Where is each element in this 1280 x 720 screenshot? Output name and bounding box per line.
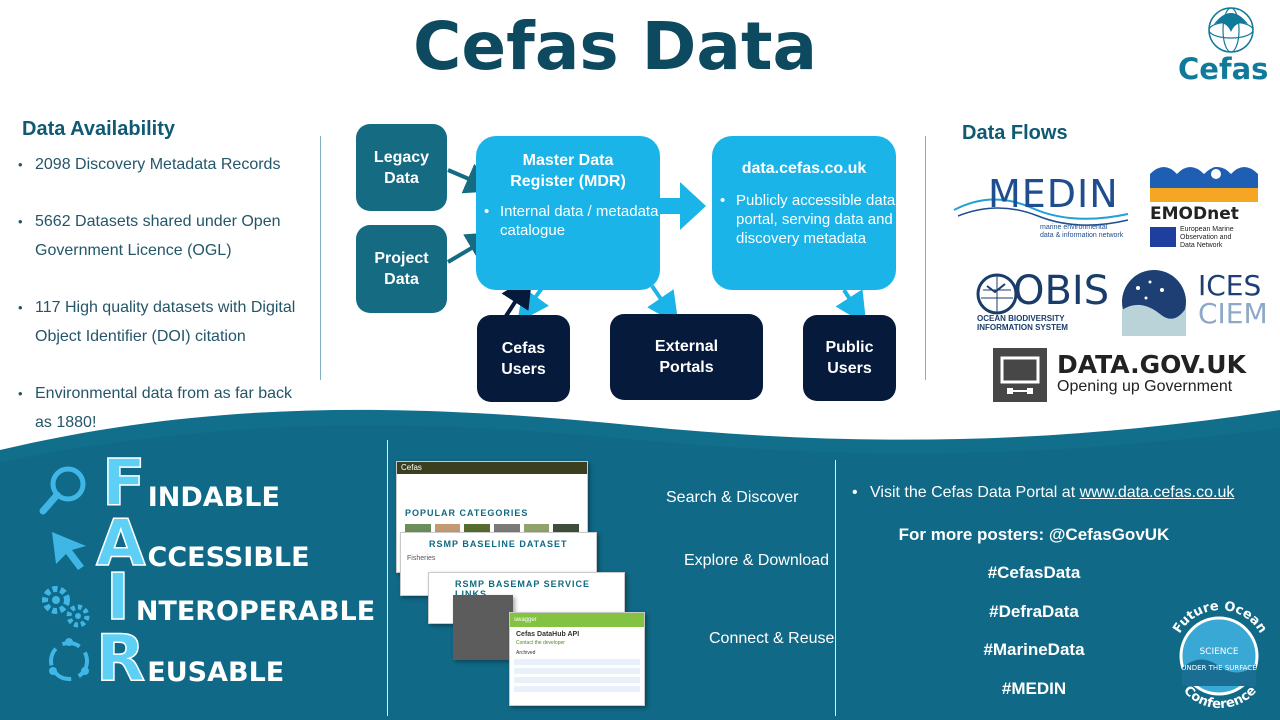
hashtag: #MEDIN: [1001, 679, 1067, 698]
hashtag: #MarineData: [983, 640, 1085, 659]
step-connect: Connect & Reuse: [709, 630, 835, 647]
fair-word: INDABLE: [147, 482, 280, 513]
cefas-users-box: Cefas Users: [477, 315, 570, 402]
portal-brand: Cefas: [397, 462, 587, 474]
medin-logo: MEDIN marine environmental data & inform…: [952, 170, 1132, 246]
medin-subtitle: marine environmental: [1040, 224, 1108, 231]
fair-letter: A: [95, 507, 146, 581]
poster-title: Cefas Data: [412, 8, 818, 85]
datagov-subtitle: Opening up Government: [1057, 378, 1233, 395]
external-portals-label: External Portals: [654, 338, 719, 376]
rsmp-title: RSMP BASELINE DATASET: [429, 539, 568, 549]
emodnet-subtitle: Data Network: [1180, 242, 1223, 249]
public-users-label: Public Users: [825, 339, 874, 377]
portal-visit-text: Visit the Cefas Data Portal at: [870, 484, 1080, 501]
project-data-box: Project Data: [356, 225, 447, 313]
divider: [835, 460, 836, 716]
mdr-title: Master Data Register (MDR): [510, 152, 626, 190]
legacy-data-label: Legacy Data: [373, 148, 430, 187]
hashtag: #DefraData: [989, 602, 1079, 621]
hashtag: #CefasData: [987, 563, 1081, 582]
external-portals-box: External Portals: [610, 314, 763, 400]
portal-visit: Visit the Cefas Data Portal at www.data.…: [852, 484, 1234, 502]
emodnet-subtitle: Observation and: [1180, 234, 1232, 241]
map-thumbnail: [453, 595, 513, 660]
portal-link[interactable]: www.data.cefas.co.uk: [1079, 484, 1235, 501]
cefas-globe-icon: [1208, 7, 1254, 53]
emodnet-logo: EMODnet European Marine Observation and …: [1150, 160, 1260, 250]
divider: [320, 136, 321, 380]
conference-badge: Future Ocean Conference SCIENCE UNDER TH…: [1170, 599, 1269, 712]
ciem-text: CIEM: [1198, 297, 1268, 330]
obis-text: OBIS: [1013, 268, 1110, 314]
cefas-logo: Cefas: [1176, 2, 1276, 92]
ices-globe-icon: [1122, 270, 1186, 336]
fair-accessible: A CCESSIBLE: [95, 507, 310, 581]
fair-reusable: R EUSABLE: [95, 622, 285, 696]
medin-wave-icon: [953, 198, 1129, 226]
obis-globe-icon: [976, 273, 1018, 315]
list-item: 2098 Discovery Metadata Records: [18, 150, 308, 179]
fair-word: NTEROPERABLE: [135, 596, 376, 627]
more-posters: For more posters: @CefasGovUK: [898, 525, 1170, 544]
obis-subtitle: OCEAN BIODIVERSITY: [977, 314, 1065, 323]
portal-bullet: Publicly accessible data portal, serving…: [712, 191, 896, 248]
public-users-box: Public Users: [803, 315, 896, 401]
divider: [387, 440, 388, 716]
list-item: 117 High quality datasets with Digital O…: [18, 293, 308, 351]
obis-subtitle: INFORMATION SYSTEM: [977, 323, 1068, 332]
list-item: 5662 Datasets shared under Open Governme…: [18, 207, 308, 265]
project-data-label: Project Data: [374, 250, 429, 288]
magnifier-icon: [39, 466, 86, 515]
fair-interoperable: I NTEROPERABLE: [105, 561, 376, 635]
emodnet-subtitle: European Marine: [1180, 226, 1234, 233]
medin-subtitle: data & information network: [1040, 232, 1124, 239]
cefas-users-label: Cefas Users: [501, 339, 546, 378]
api-subtitle: Contact the developer: [516, 640, 565, 646]
step-explore: Explore & Download: [684, 552, 829, 569]
fair-letter: F: [101, 447, 146, 521]
emodnet-text: EMODnet: [1150, 204, 1239, 224]
portal-title: data.cefas.co.uk: [741, 160, 867, 177]
datagov-box-icon: [993, 348, 1047, 402]
datagov-logo: DATA.GOV.UK Opening up Government: [993, 348, 1246, 402]
eu-flag-icon: [1150, 227, 1176, 247]
availability-heading: Data Availability: [22, 118, 176, 140]
api-screenshot: swagger Cefas DataHub API Contact the de…: [509, 612, 645, 706]
mdr-box: Master Data Register (MDR) Internal data…: [476, 136, 660, 290]
flows-heading: Data Flows: [962, 122, 1068, 144]
cefas-logo-text: Cefas: [1178, 52, 1269, 86]
ices-text: ICES: [1198, 269, 1262, 302]
rsmp-links-title: RSMP BASEMAP SERVICE LINKS: [455, 579, 591, 599]
list-item: Environmental data from as far back as 1…: [18, 379, 308, 437]
conference-science: SCIENCE: [1199, 647, 1238, 657]
datagov-text: DATA.GOV.UK: [1057, 350, 1246, 379]
popular-categories: POPULAR CATEGORIES: [405, 508, 529, 518]
step-search: Search & Discover: [666, 489, 799, 506]
fair-findable: F INDABLE: [101, 447, 280, 521]
fair-letter: R: [95, 622, 146, 696]
obis-logo: OBIS OCEAN BIODIVERSITY INFORMATION SYST…: [975, 268, 1109, 338]
api-section: Archived: [516, 650, 536, 656]
cursor-icon: [52, 532, 86, 570]
mdr-bullet: Internal data / metadata catalogue: [476, 202, 660, 240]
availability-list: 2098 Discovery Metadata Records 5662 Dat…: [18, 150, 308, 465]
fair-word: CCESSIBLE: [147, 542, 310, 573]
swagger-brand: swagger: [510, 613, 644, 627]
api-title: Cefas DataHub API: [516, 631, 580, 638]
conference-under: UNDER THE SURFACE: [1181, 664, 1256, 672]
emodnet-banner-icon: [1150, 167, 1258, 202]
fair-word: EUSABLE: [147, 657, 285, 688]
ices-logo: ICES CIEM: [1120, 268, 1270, 338]
recycle-icon: [49, 638, 89, 681]
legacy-data-box: Legacy Data: [356, 124, 447, 211]
gears-icon: [42, 586, 90, 628]
rsmp-label: Fisheries: [407, 555, 436, 562]
medin-text: MEDIN: [988, 172, 1119, 216]
divider: [925, 136, 926, 380]
portal-box: data.cefas.co.uk Publicly accessible dat…: [712, 136, 896, 290]
fair-letter: I: [105, 561, 130, 635]
